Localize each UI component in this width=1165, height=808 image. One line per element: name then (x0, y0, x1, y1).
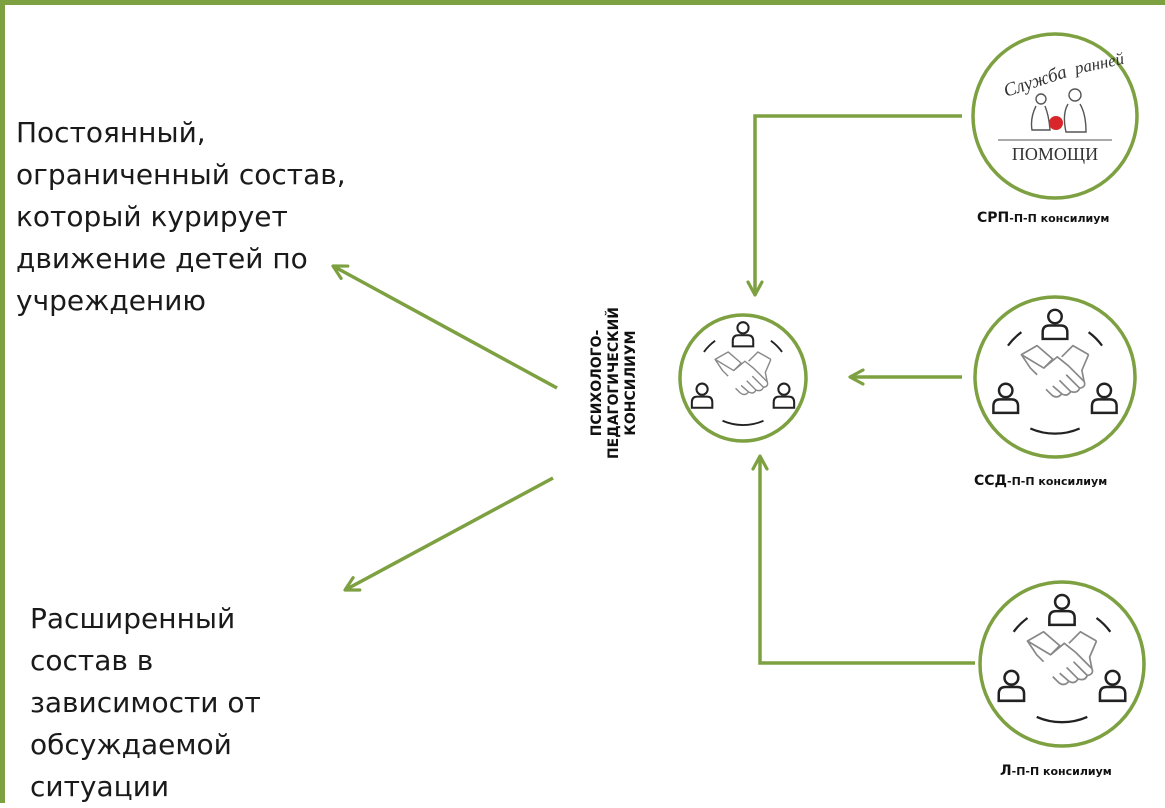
arrow-srp-to-center (746, 114, 962, 297)
svg-text:ПОМОЩИ: ПОМОЩИ (1012, 144, 1098, 164)
extended-composition-text: Расширенный состав в зависимости от обсу… (30, 602, 261, 803)
node-l (978, 580, 1146, 748)
arrow-l-to-center (751, 454, 975, 665)
node-label-srp: СРП-П-П консилиум (977, 210, 1110, 226)
node-ssd (973, 295, 1137, 459)
permanent-composition-text: Постоянный, ограниченный состав, который… (16, 116, 346, 317)
connector-arrows (331, 114, 975, 665)
node-label-l: Л-П-П консилиум (1000, 763, 1112, 779)
center-node (678, 313, 808, 443)
node-srp: Служба ранней ПОМОЩИ (971, 32, 1139, 200)
arrow-center-to-extended (343, 476, 554, 592)
center-node-label: ПСИХОЛОГО- ПЕДАГОГИЧЕСКИЙ КОНСИЛИУМ (589, 306, 639, 460)
node-label-ssd: ССД-П-П консилиум (974, 473, 1108, 489)
arrow-center-to-permanent (331, 264, 558, 390)
